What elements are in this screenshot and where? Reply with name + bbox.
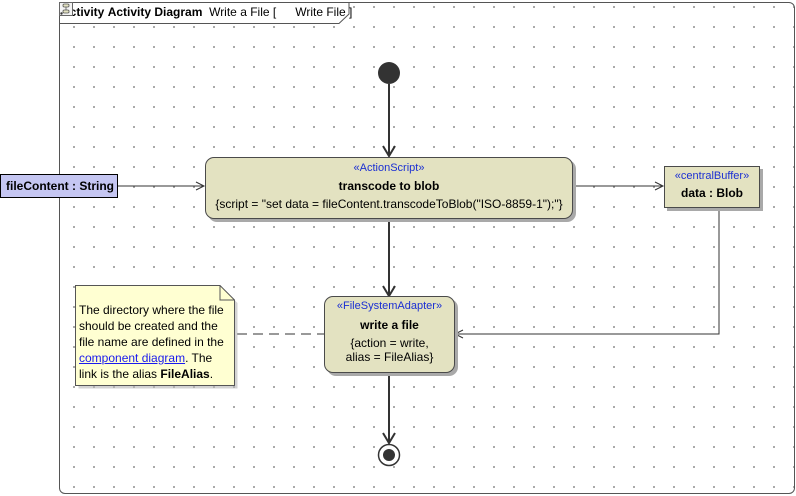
- action-name: transcode to blob: [338, 179, 440, 193]
- note-text-part1: The directory where the file should be c…: [79, 303, 224, 349]
- initial-node[interactable]: [378, 62, 400, 84]
- frame-name: Write a File: [209, 4, 270, 19]
- action-write-a-file[interactable]: «FileSystemAdapter» write a file {action…: [324, 296, 455, 373]
- parameter-node-filecontent[interactable]: fileContent : String: [0, 174, 118, 198]
- object-flow-pin-to-transcode[interactable]: [118, 181, 206, 191]
- activity-final-node[interactable]: [377, 443, 401, 467]
- activity-diagram-icon[interactable]: [59, 2, 292, 19]
- write-constraint-line1: {action = write,: [350, 336, 429, 350]
- control-flow-initial-to-transcode[interactable]: [382, 84, 396, 158]
- comment-note[interactable]: The directory where the file should be c…: [75, 285, 238, 389]
- action-constraint: {script = "set data = fileContent.transc…: [215, 197, 563, 211]
- diagram-frame: [59, 2, 795, 494]
- object-flow-transcode-to-buffer[interactable]: [573, 181, 665, 191]
- component-diagram-link[interactable]: component diagram: [79, 351, 186, 365]
- frame-bracket-close: ]: [349, 4, 353, 19]
- note-text-end: .: [209, 367, 214, 381]
- frame-diagram-ref[interactable]: Write File: [295, 4, 346, 19]
- control-flow-transcode-to-write[interactable]: [382, 219, 396, 298]
- note-text-part2: . The link is the alias: [79, 351, 213, 381]
- write-stereotype: «FileSystemAdapter»: [336, 300, 443, 312]
- frame-kind: activity: [63, 4, 105, 19]
- write-constraint-line2: alias = FileAlias}: [345, 350, 434, 364]
- note-shape: [75, 285, 238, 389]
- note-alias: FileAlias: [160, 367, 210, 381]
- write-name: write a file: [360, 318, 419, 332]
- buffer-stereotype: «centralBuffer»: [674, 170, 750, 182]
- buffer-name: data : Blob: [681, 186, 743, 200]
- object-flow-buffer-to-write[interactable]: [453, 209, 720, 339]
- frame-kind-label: Activity Diagram: [107, 4, 203, 19]
- frame-header: activity Activity Diagram Write a File […: [59, 2, 353, 24]
- note-text: The directory where the file should be c…: [79, 302, 233, 382]
- central-buffer-data[interactable]: «centralBuffer» data : Blob: [664, 166, 760, 208]
- control-flow-write-to-final[interactable]: [382, 373, 396, 445]
- action-stereotype: «ActionScript»: [353, 162, 425, 174]
- parameter-node-label: fileContent : String: [6, 179, 114, 193]
- frame-tab-outline: [59, 2, 350, 24]
- frame-bracket-open: [: [272, 4, 277, 19]
- action-transcode-to-blob[interactable]: «ActionScript» transcode to blob {script…: [205, 157, 573, 219]
